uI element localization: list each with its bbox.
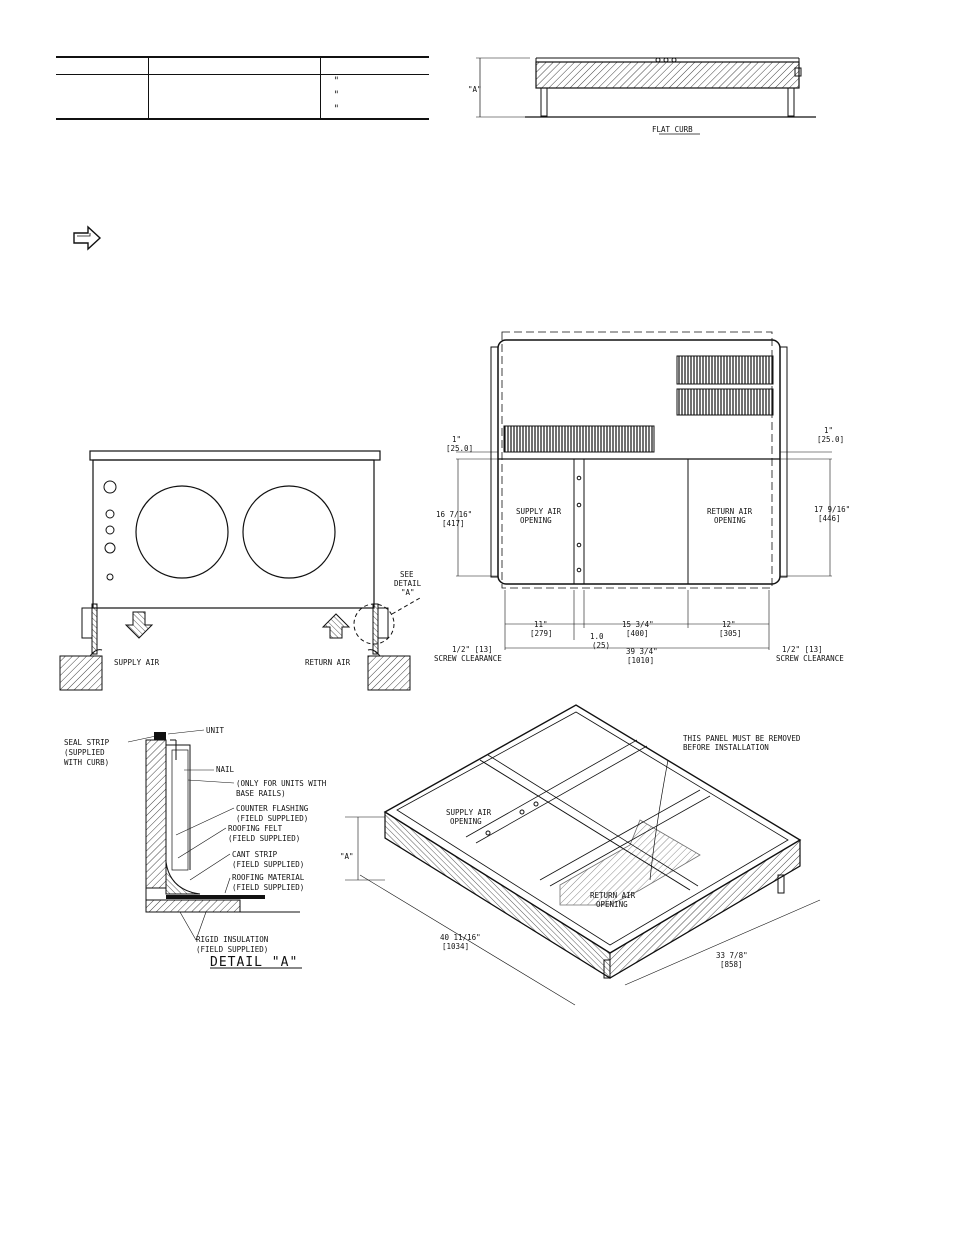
panel-note: BEFORE INSTALLATION <box>683 743 769 752</box>
plan-return-opening: RETURN AIR <box>707 507 753 516</box>
plan-dim-15: [400] <box>626 629 649 638</box>
counter-flashing-label: (FIELD SUPPLIED) <box>236 814 308 823</box>
nail-label: NAIL <box>216 765 235 774</box>
plan-dim-12: [305] <box>719 629 742 638</box>
plan-right-height: 17 9/16" <box>814 505 850 514</box>
iso-length-dim: 40 11/16" <box>440 933 481 942</box>
see-detail-label: DETAIL <box>394 579 422 588</box>
unit-side-view <box>59 450 421 691</box>
iso-dim-a: "A" <box>340 852 354 861</box>
plan-dim-12: 12" <box>722 620 736 629</box>
iso-return-opening: OPENING <box>596 900 628 909</box>
detail-a-title: DETAIL "A" <box>210 955 298 970</box>
panel-note: THIS PANEL MUST BE REMOVED <box>683 734 801 743</box>
plan-supply-opening: OPENING <box>520 516 552 525</box>
cant-strip-label: CANT STRIP <box>232 850 278 859</box>
plan-left-height: [417] <box>442 519 465 528</box>
plan-top-right-dim: 1" <box>824 426 833 435</box>
see-detail-label: "A" <box>401 588 415 597</box>
roofing-felt-label: (FIELD SUPPLIED) <box>228 834 300 843</box>
plan-right-clearance: 1/2" [13] <box>782 645 823 654</box>
inch-mark: " <box>334 104 339 115</box>
curb-dimension-table: " " " <box>56 56 429 120</box>
plan-dim-11: [279] <box>530 629 553 638</box>
iso-curb-drawing <box>345 704 821 1006</box>
seal-strip-label: (SUPPLIED <box>64 748 105 757</box>
iso-return-opening: RETURN AIR <box>590 891 636 900</box>
counter-flashing-label: COUNTER FLASHING <box>236 804 309 813</box>
plan-top-left-dim: [25.0] <box>446 444 473 453</box>
plan-top-right-dim: [25.0] <box>817 435 844 444</box>
plan-dim-1: (25) <box>592 641 610 650</box>
plan-overall-dim: [1010] <box>627 656 654 665</box>
base-rails-label: BASE RAILS) <box>236 789 286 798</box>
plan-right-clearance: SCREW CLEARANCE <box>776 654 844 663</box>
plan-left-clearance: SCREW CLEARANCE <box>434 654 502 663</box>
iso-width-dim: [858] <box>720 960 743 969</box>
flat-curb-caption: FLAT CURB <box>652 125 693 134</box>
roofing-material-label: ROOFING MATERIAL <box>232 873 305 882</box>
iso-supply-opening: OPENING <box>450 817 482 826</box>
seal-strip-label: SEAL STRIP <box>64 738 110 747</box>
seal-strip-label: WITH CURB) <box>64 758 109 767</box>
supply-air-label: SUPPLY AIR <box>114 658 160 667</box>
plan-return-opening: OPENING <box>714 516 746 525</box>
note-arrow-icon <box>73 225 102 251</box>
iso-width-dim: 33 7/8" <box>716 951 748 960</box>
flat-curb-drawing <box>476 57 816 135</box>
detail-unit-label: UNIT <box>206 726 225 735</box>
plan-right-height: [446] <box>818 514 841 523</box>
see-detail-label: SEE <box>400 570 414 579</box>
plan-left-height: 16 7/16" <box>436 510 472 519</box>
plan-dim-15: 15 3/4" <box>622 620 654 629</box>
roofing-material-label: (FIELD SUPPLIED) <box>232 883 304 892</box>
curb-plan-view <box>456 331 832 650</box>
inch-mark: " <box>334 76 339 87</box>
plan-left-clearance: 1/2" [13] <box>452 645 493 654</box>
rigid-insulation-label: RIGID INSULATION <box>196 935 268 944</box>
plan-supply-opening: SUPPLY AIR <box>516 507 562 516</box>
base-rails-label: (ONLY FOR UNITS WITH <box>236 779 327 788</box>
plan-dim-1: 1.0 <box>590 632 604 641</box>
plan-overall-dim: 39 3/4" <box>626 647 658 656</box>
plan-top-left-dim: 1" <box>452 435 461 444</box>
plan-dim-11: 11" <box>534 620 548 629</box>
rigid-insulation-label: (FIELD SUPPLIED) <box>196 945 268 954</box>
cant-strip-label: (FIELD SUPPLIED) <box>232 860 304 869</box>
detail-a-drawing <box>127 729 302 969</box>
inch-mark: " <box>334 90 339 101</box>
iso-supply-opening: SUPPLY AIR <box>446 808 492 817</box>
return-air-label: RETURN AIR <box>305 658 351 667</box>
roofing-felt-label: ROOFING FELT <box>228 824 283 833</box>
flat-curb-dim-a: "A" <box>468 85 482 94</box>
iso-length-dim: [1034] <box>442 942 469 951</box>
